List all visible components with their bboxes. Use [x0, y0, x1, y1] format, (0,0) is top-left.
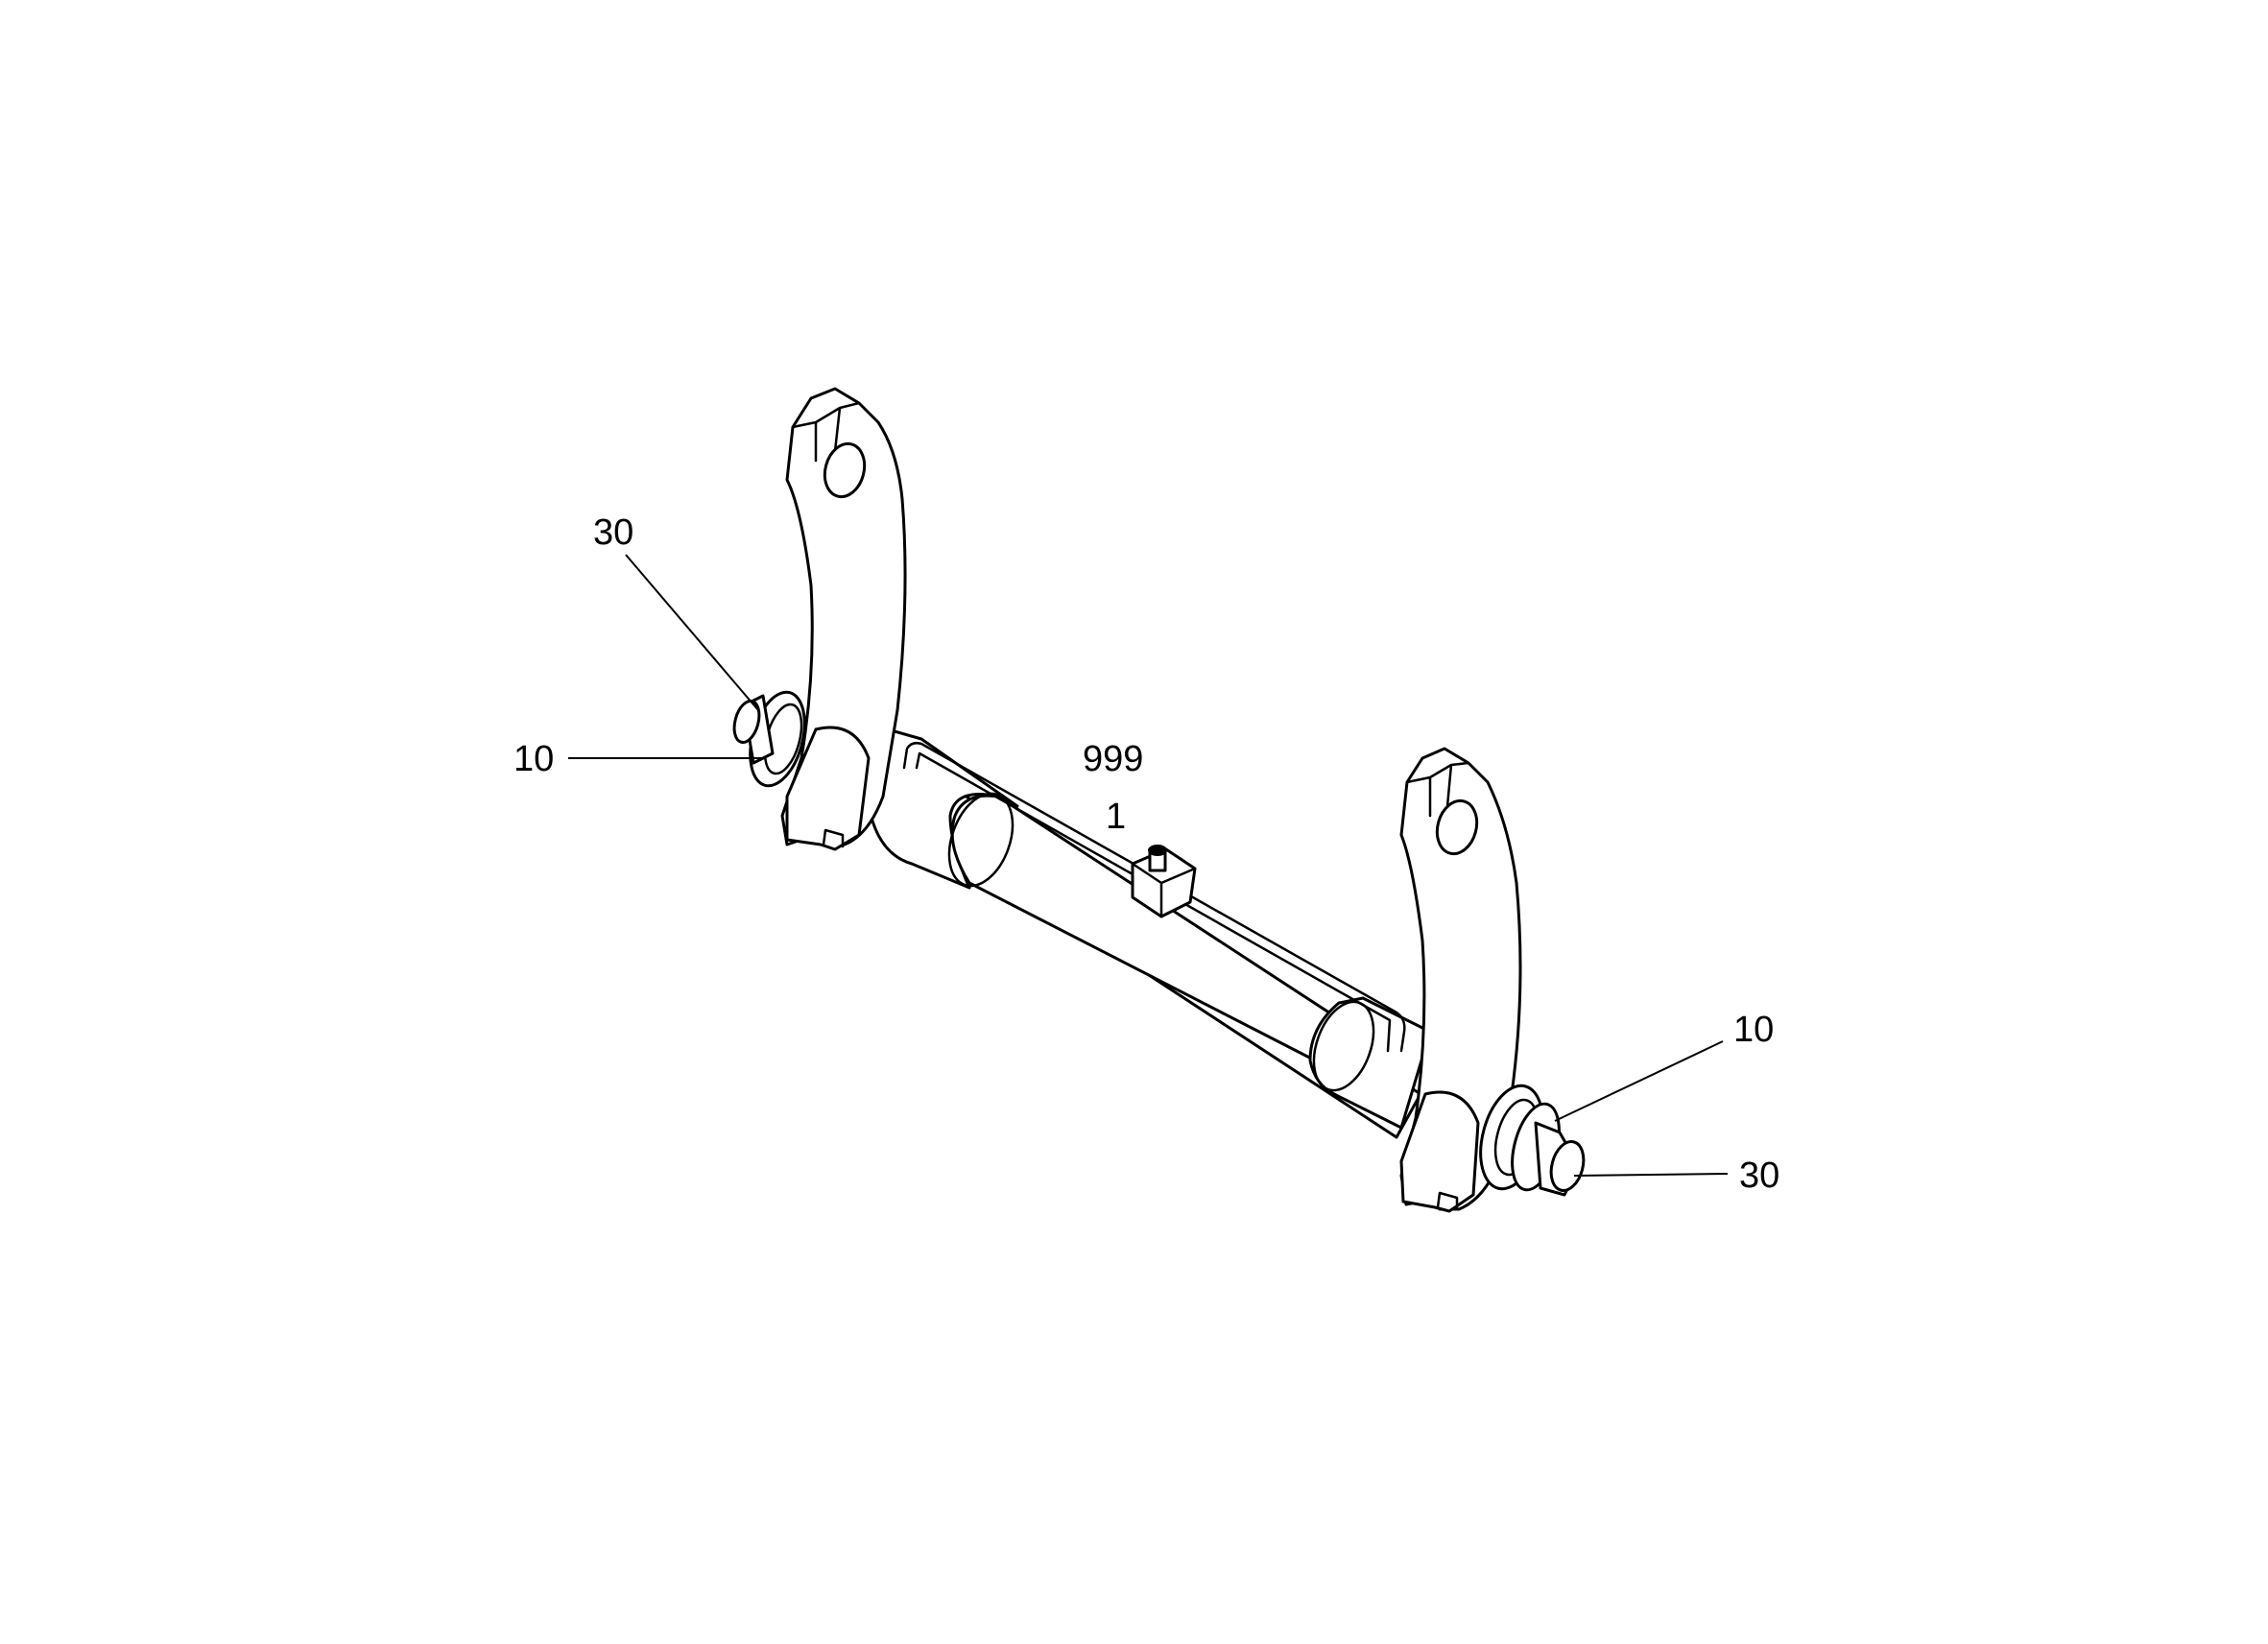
- leader-30-left: [625, 554, 759, 711]
- right-shift-fork: [1399, 747, 1586, 1213]
- left-fork-top-face: [791, 401, 861, 463]
- left-fork-hub: [785, 726, 871, 851]
- right-fork-eye: [1435, 798, 1479, 856]
- clamp-block-edge: [1131, 862, 1197, 918]
- leader-10-right: [1554, 1040, 1724, 1122]
- right-fork-top-face: [1405, 761, 1470, 818]
- right-sleeve: [1308, 996, 1432, 1130]
- left-fork-notch: [822, 828, 845, 848]
- callout-30-left: 30: [593, 512, 633, 553]
- leader-lines: [568, 554, 1729, 1177]
- shaft-assembly: [838, 727, 1432, 1139]
- left-fork-arm: [780, 387, 907, 846]
- left-pin-end: [732, 700, 761, 744]
- callouts: 30 10 999 1 10 30: [513, 512, 1779, 1196]
- right-pin-end: [1549, 1140, 1586, 1192]
- left-shift-fork: [732, 387, 907, 851]
- leader-30-right: [1573, 1173, 1729, 1177]
- left-sleeve-edge: [947, 792, 1015, 888]
- shift-rod: [902, 741, 1406, 1053]
- callout-10-left: 10: [513, 739, 554, 779]
- callout-10-right: 10: [1733, 1010, 1774, 1050]
- callout-999: 999: [1083, 739, 1143, 779]
- right-fork-hub: [1399, 1090, 1480, 1213]
- left-fork-eye: [823, 441, 867, 499]
- callout-1: 1: [1106, 797, 1126, 837]
- right-fork-notch: [1436, 1191, 1459, 1211]
- callout-30-right: 30: [1739, 1156, 1779, 1196]
- clamp-screw-head-icon: [1148, 845, 1167, 856]
- shaft-rod: [950, 794, 1346, 1067]
